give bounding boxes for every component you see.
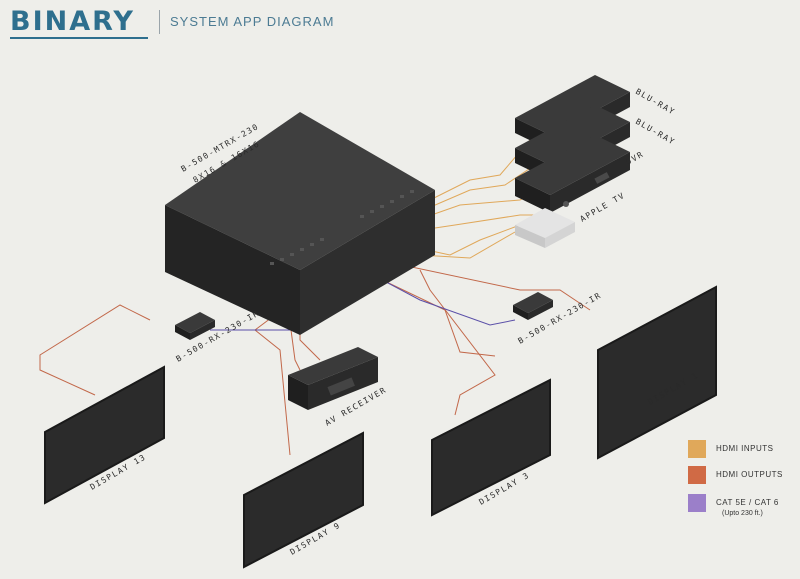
dvr-box xyxy=(515,135,630,213)
logo-underline xyxy=(10,37,148,39)
display-9-screen xyxy=(243,431,364,569)
brand-logo: BINARY xyxy=(10,6,135,37)
display-3-screen xyxy=(431,378,551,517)
receiver-left xyxy=(175,312,215,340)
apple-tv-box xyxy=(515,208,575,248)
cat-sublabel: (Upto 230 ft.) xyxy=(722,510,763,517)
apple-tv-label: APPLE TV xyxy=(579,191,627,224)
av-receiver-device xyxy=(288,347,378,410)
header: BINARY SYSTEM APP DIAGRAM xyxy=(0,0,800,50)
hdmi-outputs-swatch xyxy=(688,466,706,484)
hdmi-outputs-label: HDMI OUTPUTS xyxy=(716,470,783,479)
header-divider xyxy=(159,10,160,34)
display-1-screen xyxy=(597,285,717,460)
cat-swatch xyxy=(688,494,706,512)
matrix-switcher xyxy=(165,112,435,335)
page-title: SYSTEM APP DIAGRAM xyxy=(170,14,335,29)
blu-ray-1-label: BLU-RAY xyxy=(634,87,677,117)
hdmi-inputs-label: HDMI INPUTS xyxy=(716,444,774,453)
hdmi-inputs-swatch xyxy=(688,440,706,458)
blu-ray-2-label: BLU-RAY xyxy=(634,117,677,147)
cat-label: CAT 5E / CAT 6 xyxy=(716,498,779,507)
receiver-right xyxy=(513,292,553,320)
display-13-screen xyxy=(44,365,165,505)
